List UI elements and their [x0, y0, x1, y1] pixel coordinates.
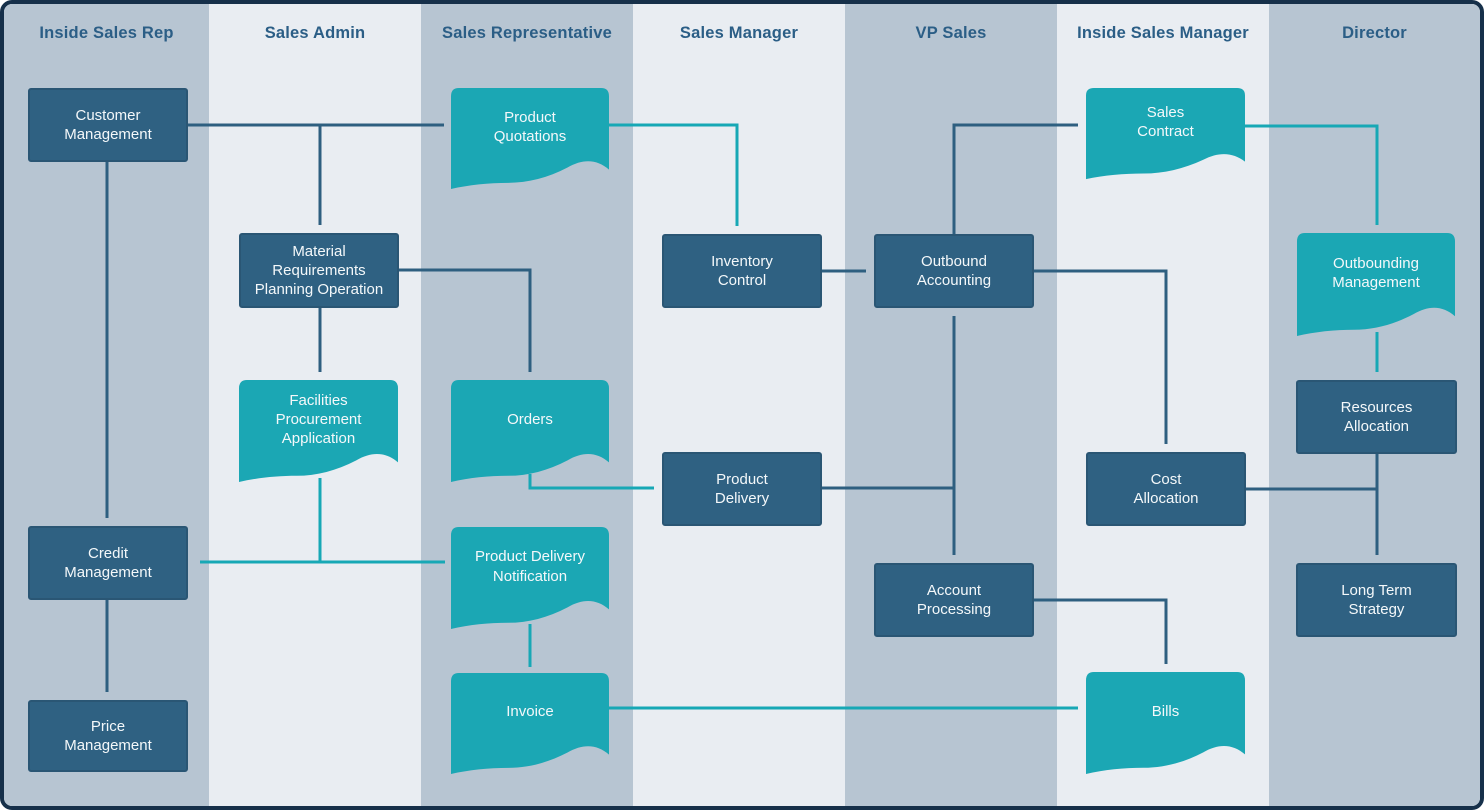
- document-shape-icon: [451, 88, 609, 189]
- node-label: Product Delivery: [714, 470, 770, 507]
- node-label: Invoice: [506, 703, 554, 721]
- document-shape-icon: [451, 380, 609, 482]
- lane-header-sales-manager: Sales Manager: [679, 23, 799, 42]
- node-label: Inventory Control: [711, 252, 773, 289]
- node-label: Material Requirements Planning Operation: [254, 242, 384, 299]
- lane-header-sales-admin: Sales Admin: [264, 23, 366, 42]
- node-product-delivery[interactable]: Product Delivery: [662, 452, 822, 526]
- node-material-requirements-planning-operation[interactable]: Material Requirements Planning Operation: [239, 233, 399, 308]
- node-label: Long Term Strategy: [1341, 581, 1412, 618]
- node-label: Sales Contract: [1137, 103, 1194, 140]
- document-shape-icon: [451, 527, 609, 629]
- node-label: Resources Allocation: [1340, 398, 1413, 435]
- node-outbound-accounting[interactable]: Outbound Accounting: [874, 234, 1034, 308]
- node-label: Credit Management: [64, 544, 152, 581]
- document-shape-icon: [1086, 88, 1245, 180]
- node-customer-management[interactable]: Customer Management: [28, 88, 188, 162]
- node-label: Account Processing: [916, 581, 992, 618]
- node-account-processing[interactable]: Account Processing: [874, 563, 1034, 637]
- node-sales-contract[interactable]: Sales Contract: [1086, 88, 1245, 180]
- lane-header-sales-representative: Sales Representative: [441, 23, 612, 42]
- lane-header-director: Director: [1342, 23, 1407, 42]
- lane-header-inside-sales-manager: Inside Sales Manager: [1077, 23, 1249, 42]
- node-bills[interactable]: Bills: [1086, 672, 1245, 775]
- node-label: Product Delivery Notification: [474, 548, 586, 585]
- node-long-term-strategy[interactable]: Long Term Strategy: [1296, 563, 1457, 637]
- node-label: Customer Management: [64, 106, 152, 143]
- node-label: Facilities Procurement Application: [275, 391, 362, 448]
- node-label: Outbounding Management: [1332, 254, 1420, 291]
- node-label: Orders: [507, 410, 553, 428]
- node-price-management[interactable]: Price Management: [28, 700, 188, 772]
- lane-sales-manager: [633, 4, 845, 806]
- lane-header-vp-sales: VP Sales: [915, 23, 987, 42]
- node-facilities-procurement-application[interactable]: Facilities Procurement Application: [239, 380, 398, 483]
- document-shape-icon: [1297, 233, 1455, 336]
- node-resources-allocation[interactable]: Resources Allocation: [1296, 380, 1457, 454]
- lane-header-inside-sales-rep: Inside Sales Rep: [39, 23, 174, 42]
- node-product-quotations[interactable]: Product Quotations: [451, 88, 609, 190]
- node-invoice[interactable]: Invoice: [451, 673, 609, 775]
- document-shape-icon: [239, 380, 398, 482]
- node-credit-management[interactable]: Credit Management: [28, 526, 188, 600]
- document-shape-icon: [451, 673, 609, 774]
- document-shape-icon: [1086, 672, 1245, 774]
- node-label: Bills: [1151, 702, 1180, 720]
- node-inventory-control[interactable]: Inventory Control: [662, 234, 822, 308]
- node-orders[interactable]: Orders: [451, 380, 609, 483]
- node-cost-allocation[interactable]: Cost Allocation: [1086, 452, 1246, 526]
- node-outbounding-management[interactable]: Outbounding Management: [1297, 233, 1455, 337]
- node-label: Price Management: [64, 717, 152, 754]
- node-product-delivery-notification[interactable]: Product Delivery Notification: [451, 527, 609, 630]
- node-label: Outbound Accounting: [916, 252, 992, 289]
- node-label: Product Quotations: [493, 108, 567, 145]
- lane-vp-sales: [845, 4, 1057, 806]
- node-label: Cost Allocation: [1133, 470, 1199, 507]
